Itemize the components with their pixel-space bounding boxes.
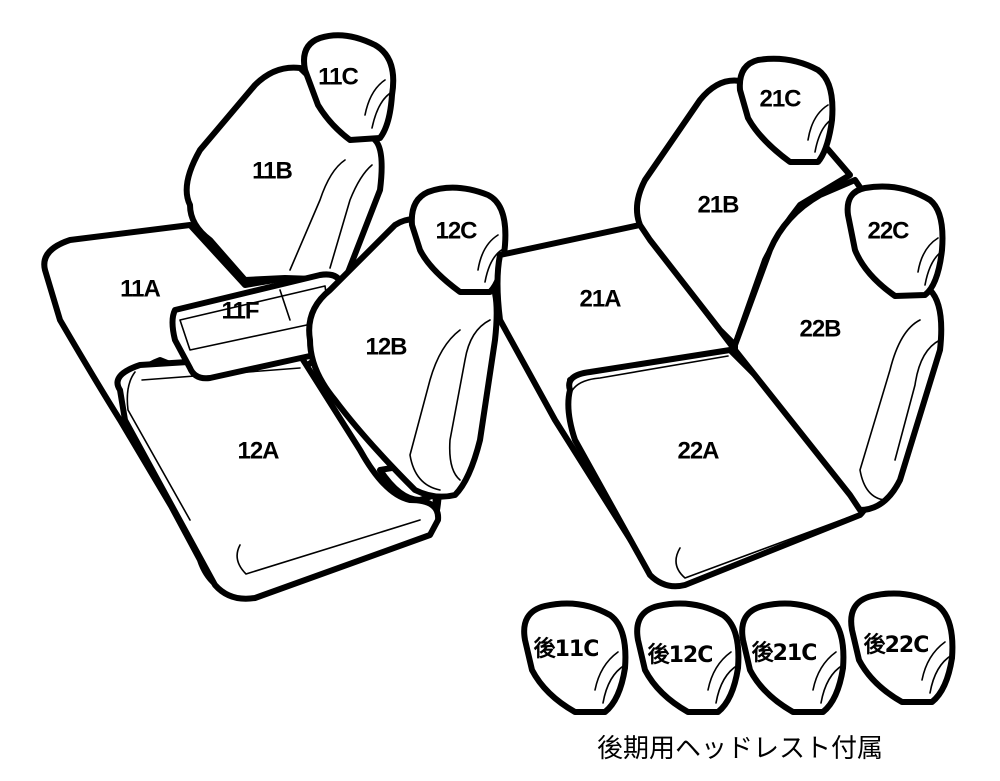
rear-label-22C: 後22C [864,632,929,658]
rear-label-11C: 後11C [534,636,599,662]
label-12C: 12C [435,217,477,244]
rear-headrest-22C: 後22C [848,590,956,705]
label-12B: 12B [365,333,407,360]
label-11C: 11C [318,63,358,90]
label-22C: 22C [867,217,909,244]
label-21A: 21A [579,285,621,312]
caption: 後期用ヘッドレスト付属 [596,734,883,764]
part-21C [736,55,836,165]
label-11F: 11F [221,297,258,324]
rear-label-21C: 後21C [752,640,817,666]
part-12B [306,216,500,500]
label-22A: 22A [677,437,719,464]
label-22B: 22B [799,315,841,342]
rear-headrest-21C: 後21C [739,600,847,715]
label-21B: 21B [697,191,739,218]
rear-label-12C: 後12C [648,642,713,668]
part-12A [114,352,442,602]
part-11C [301,32,397,143]
part-12C [408,184,509,295]
part-22C [844,183,946,299]
part-22A [565,347,871,590]
label-11A: 11A [120,275,160,302]
label-11B: 11B [252,157,292,184]
rear-headrest-12C: 後12C [634,600,742,715]
rear-headrest-11C: 後11C [521,600,629,715]
label-21C: 21C [759,85,801,112]
label-12A: 12A [237,437,279,464]
